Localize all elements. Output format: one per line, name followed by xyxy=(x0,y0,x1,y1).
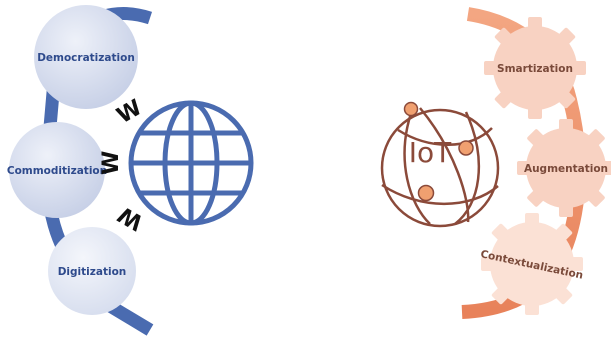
gear-tooth xyxy=(557,27,576,46)
w-glyph: W xyxy=(99,151,124,175)
gear-tooth xyxy=(528,105,542,119)
right-panel: Smartization Augmentation Contextualizat… xyxy=(380,7,611,319)
gear-tooth xyxy=(569,257,583,271)
gear-contextualization: Contextualization xyxy=(479,213,584,315)
circle-label: Democratization xyxy=(37,52,135,64)
gear-tooth xyxy=(586,129,605,148)
gear-tooth xyxy=(586,188,605,207)
gear-smartization: Smartization xyxy=(484,17,586,119)
gear-tooth xyxy=(554,223,573,242)
gear-tooth xyxy=(481,257,495,271)
gear-tooth xyxy=(554,286,573,305)
gear-tooth xyxy=(525,301,539,315)
gear-tooth xyxy=(601,161,611,175)
gear-tooth xyxy=(525,213,539,227)
gear-tooth xyxy=(559,119,573,133)
gear-tooth xyxy=(517,161,531,175)
gear-tooth xyxy=(491,223,510,242)
gear-tooth xyxy=(494,90,513,109)
gear-tooth xyxy=(572,61,586,75)
iot-label: IoT xyxy=(409,136,452,169)
gear-tooth xyxy=(491,286,510,305)
gear-tooth xyxy=(484,61,498,75)
circle-commoditization: Commoditization xyxy=(7,122,107,218)
gear-tooth xyxy=(559,203,573,217)
iot-globe-icon xyxy=(380,107,500,228)
gear-augmentation: Augmentation xyxy=(517,119,611,217)
gear-label: Smartization xyxy=(497,63,573,75)
circle-digitization: Digitization xyxy=(48,227,136,315)
left-panel: Democratization Commoditization Digitiza… xyxy=(7,5,254,336)
circle-democratization: Democratization xyxy=(34,5,138,109)
gear-tooth xyxy=(494,27,513,46)
gear-tooth xyxy=(528,17,542,31)
iot-node xyxy=(417,184,435,202)
iot-node xyxy=(403,101,419,117)
circle-label: Commoditization xyxy=(7,165,107,177)
gear-tooth xyxy=(527,129,546,148)
gear-tooth xyxy=(557,90,576,109)
w-glyph: W xyxy=(113,95,147,129)
w-glyph: W xyxy=(114,201,148,235)
iot-node xyxy=(458,140,474,156)
gear-label: Augmentation xyxy=(524,163,608,175)
circle-label: Digitization xyxy=(58,266,127,278)
globe-icon xyxy=(128,100,254,226)
gear-tooth xyxy=(527,188,546,207)
